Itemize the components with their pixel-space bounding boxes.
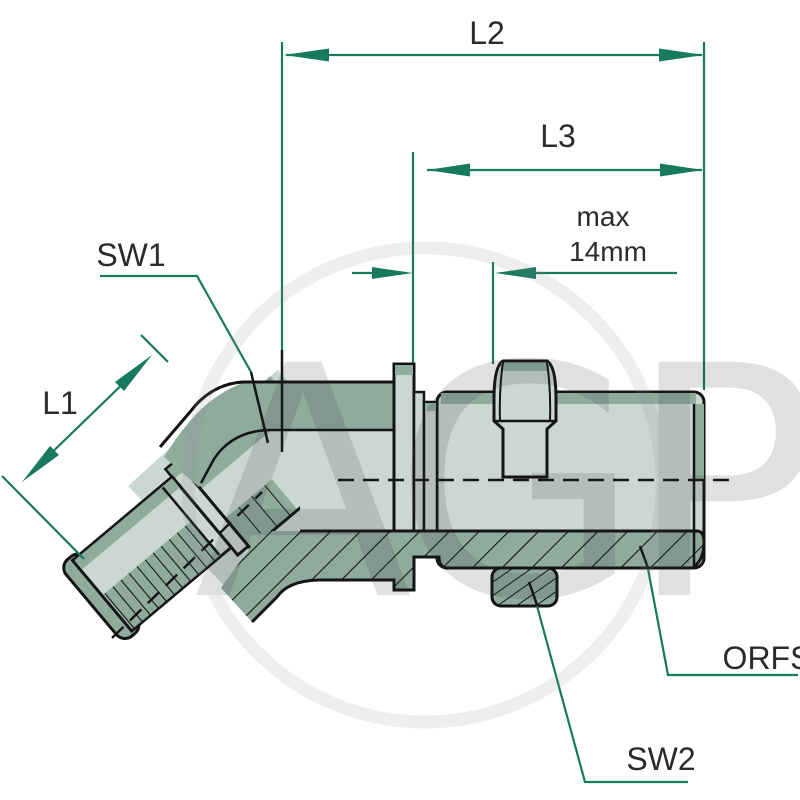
label-l3: L3 [540, 118, 576, 154]
fitting-body [62, 350, 737, 641]
section-hatch-band [221, 531, 704, 622]
l1-ext-upper [140, 334, 169, 363]
label-l1: L1 [42, 385, 78, 421]
watermark-circle [181, 241, 669, 729]
label-14mm: 14mm [569, 236, 647, 267]
orfs-leader-tick [638, 545, 650, 569]
watermark-text: AGP [194, 299, 800, 671]
stud-shank-shade [74, 478, 180, 570]
l2-arrow-left [284, 48, 329, 62]
centerline-angled [111, 491, 263, 639]
tube-top-shade [441, 393, 696, 404]
l1-arrow-lower [22, 446, 59, 482]
label-sw2: SW2 [626, 741, 695, 777]
l1-dim-line [39, 372, 135, 465]
l3-arrow-right [660, 163, 703, 177]
stud-thread-section [103, 521, 220, 629]
dimensions [1, 42, 798, 784]
sw1-leader [100, 274, 252, 373]
locknut-chamfer-left [498, 361, 504, 421]
leader-ticks [249, 371, 650, 606]
orfs-leader [646, 568, 798, 677]
max-arrow-right-tip [372, 267, 413, 279]
sw1-leader-tick [249, 371, 270, 444]
orfs-face-band [694, 404, 704, 480]
l3-arrow-left [427, 163, 470, 177]
locknut [492, 359, 558, 479]
label-l2: L2 [469, 15, 505, 51]
elbow-band-inner-edge [199, 428, 394, 484]
watermark: AGP [181, 241, 800, 729]
sw2-leader [535, 605, 688, 784]
locknut-top-shade [501, 363, 549, 371]
l2-arrow-right [659, 48, 704, 62]
label-max: max [577, 201, 630, 232]
elbow-outer-outline [158, 380, 396, 448]
section-band-outline [250, 529, 706, 624]
washer-b-shade [425, 403, 436, 411]
l1-ext-lower [1, 475, 85, 560]
sw2-leader-tick [527, 581, 539, 606]
max-arrow-left-tip [495, 267, 536, 279]
locknut-section-tab [490, 566, 559, 608]
elbow-top-band [164, 383, 396, 487]
locknut-outline [492, 359, 558, 479]
l1-arrow-upper [115, 355, 152, 391]
flange-shade [395, 365, 413, 375]
arrowheads [22, 48, 704, 482]
locknut-chamfer-right [546, 361, 552, 421]
stud-hex-section-hatch [225, 479, 298, 550]
label-sw1: SW1 [96, 237, 165, 273]
